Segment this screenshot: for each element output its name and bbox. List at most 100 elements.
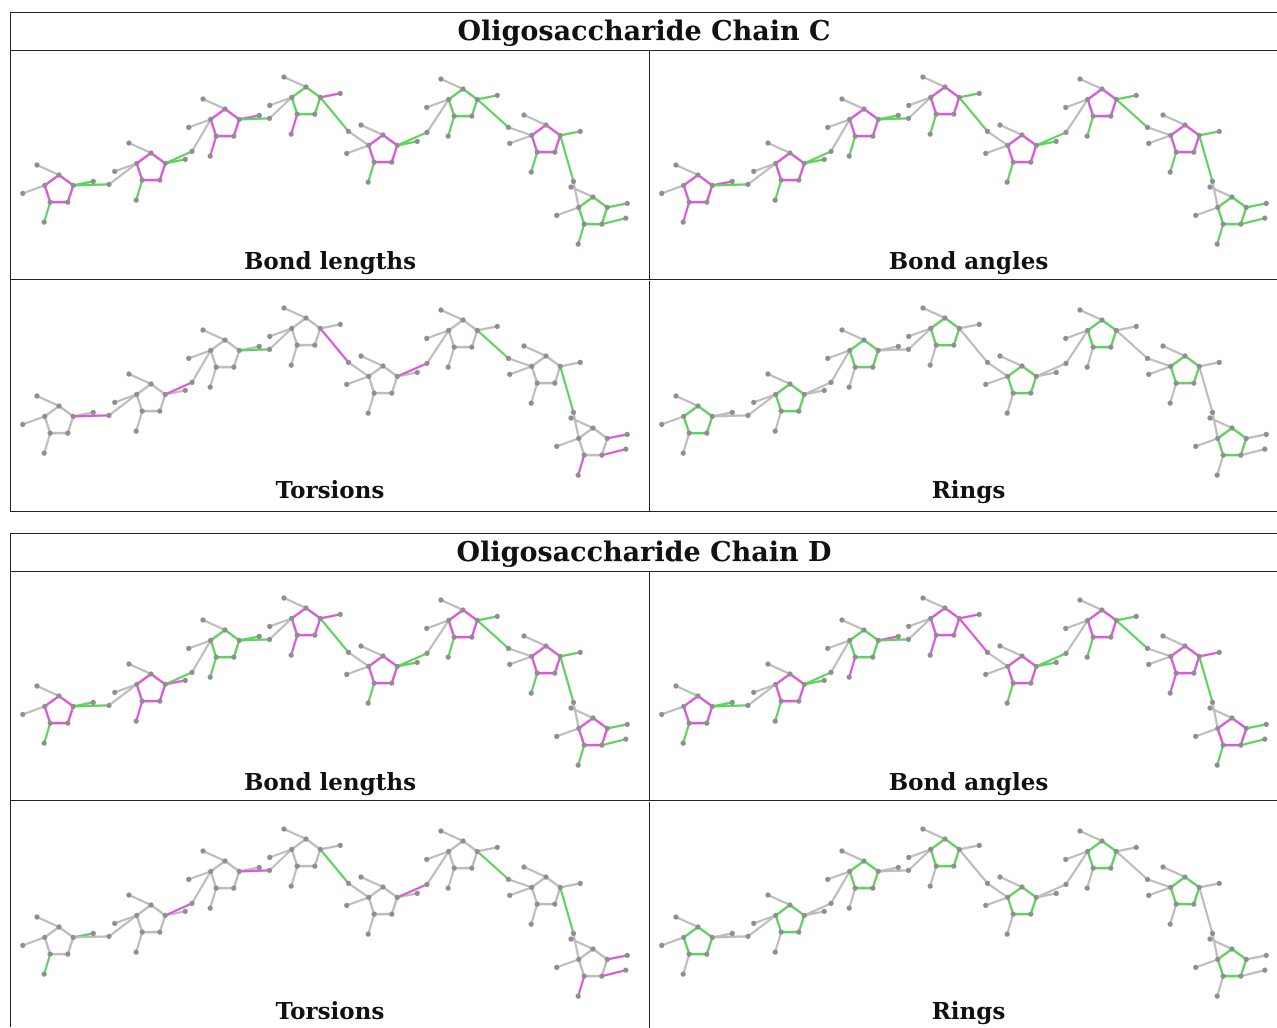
substituent-bond — [907, 848, 932, 859]
atom — [424, 360, 430, 366]
ring-bond — [788, 672, 806, 686]
ring-bond — [290, 327, 299, 347]
atom — [1243, 956, 1249, 962]
atom — [208, 116, 214, 122]
atom — [366, 142, 372, 148]
substituent-bond — [319, 92, 342, 99]
substituent-bond — [826, 639, 851, 650]
atom — [577, 649, 583, 655]
substituent-bond — [1115, 94, 1138, 101]
ring-bond — [1169, 123, 1187, 137]
glycosidic-bond — [107, 393, 138, 417]
atom — [1010, 390, 1016, 396]
substituent-bond — [1115, 325, 1138, 332]
substituent-bond — [21, 705, 46, 716]
ring-bond — [232, 639, 241, 659]
ring-bond — [553, 655, 562, 675]
ring-bond — [591, 716, 609, 730]
ring-bond — [381, 654, 399, 668]
ring-bond — [544, 644, 562, 658]
ring-bond — [1169, 134, 1178, 154]
atom — [345, 128, 352, 134]
ring-bond — [871, 349, 880, 369]
substituent-bond — [135, 700, 144, 723]
ring-bond — [929, 327, 938, 347]
atom — [1146, 371, 1152, 377]
atom — [148, 671, 154, 677]
glycosidic-bond — [268, 96, 293, 120]
substituent-bond — [929, 634, 938, 657]
atom — [575, 241, 581, 247]
substituent-bond — [127, 372, 153, 386]
glycosidic-bond — [829, 639, 851, 674]
atom — [997, 353, 1003, 359]
substituent-bond — [209, 366, 218, 389]
atom — [469, 865, 475, 871]
atom — [1090, 865, 1096, 871]
substituent-bond — [187, 639, 212, 650]
atom — [729, 178, 735, 184]
atom — [182, 908, 188, 914]
atom — [213, 885, 219, 891]
atom — [65, 720, 71, 726]
substituent-bond — [1078, 308, 1104, 322]
atom — [1090, 634, 1096, 640]
ring-bond — [797, 393, 806, 413]
substituent-bond — [522, 634, 548, 648]
atom — [294, 342, 300, 348]
glycosidic-bond — [572, 932, 580, 961]
substituent-bond — [282, 596, 308, 610]
atom — [905, 636, 912, 642]
chain-c-bond-angles-label: Bond angles — [888, 248, 1049, 275]
glycosidic-bond — [559, 134, 575, 183]
ring-bond — [1109, 619, 1118, 639]
atom — [460, 838, 466, 844]
atom — [1077, 307, 1083, 313]
atom — [659, 190, 665, 196]
atom — [765, 661, 771, 667]
atom — [41, 971, 47, 977]
ring-bond — [600, 437, 609, 457]
atom — [157, 177, 163, 183]
atom — [207, 384, 213, 390]
atom — [213, 654, 219, 660]
ring-bond — [774, 382, 792, 396]
atom — [133, 949, 139, 955]
atom — [821, 677, 827, 683]
chain-d-table: Oligosaccharide Chain D Bond lengths Bon… — [10, 533, 1277, 1028]
terminal-bond — [1239, 217, 1266, 226]
ring-bond — [577, 426, 595, 440]
substituent-bond — [774, 931, 783, 954]
atom — [47, 951, 53, 957]
atom — [134, 681, 140, 687]
atom — [847, 868, 853, 874]
atom — [554, 443, 560, 449]
substituent-bond — [1169, 151, 1178, 174]
substituent-bond — [682, 953, 691, 976]
atom — [1215, 956, 1221, 962]
atom — [231, 133, 237, 139]
atom — [729, 930, 735, 936]
atom — [424, 650, 430, 656]
atom — [1085, 327, 1091, 333]
atom — [575, 993, 581, 999]
substituent-bond — [1245, 723, 1268, 730]
atom — [1113, 848, 1119, 854]
ring-bond — [43, 705, 52, 725]
atom — [681, 934, 687, 940]
atom — [474, 617, 480, 623]
atom — [928, 94, 934, 100]
atom — [1113, 617, 1119, 623]
atom — [1077, 828, 1083, 834]
chain-c-bond-angles-cell: Bond angles — [649, 50, 1277, 280]
ring-bond — [470, 850, 479, 870]
atom — [920, 595, 926, 601]
atom — [182, 677, 188, 683]
substituent-bond — [958, 92, 981, 99]
atom — [983, 381, 989, 387]
ring-bond — [66, 184, 75, 204]
substituent-bond — [345, 665, 370, 676]
atom — [365, 700, 371, 706]
atom — [389, 159, 395, 165]
substituent-bond — [113, 162, 138, 173]
